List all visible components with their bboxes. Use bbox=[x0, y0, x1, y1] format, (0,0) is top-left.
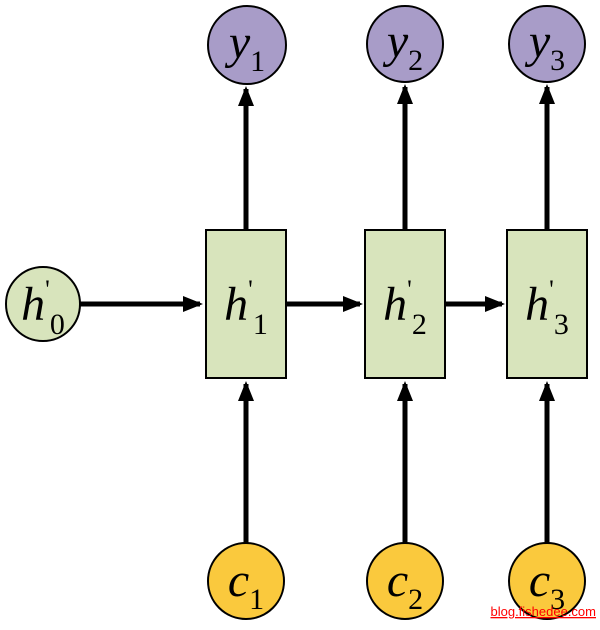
node-c3: c3 bbox=[508, 542, 586, 620]
node-y2-label: y2 bbox=[382, 15, 423, 77]
node-h2-label: h'2 bbox=[383, 275, 427, 341]
node-y1-label: y1 bbox=[224, 16, 265, 78]
node-y3: y3 bbox=[508, 5, 586, 83]
arrows bbox=[80, 84, 555, 543]
node-h2: h'2 bbox=[364, 229, 446, 379]
node-c2: c2 bbox=[366, 542, 444, 620]
node-c1-shape bbox=[207, 542, 285, 620]
node-h2-shape bbox=[364, 229, 446, 379]
node-h1: h'1 bbox=[205, 229, 287, 379]
node-y3-label: y3 bbox=[524, 15, 565, 77]
node-h3-shape bbox=[506, 229, 588, 379]
node-h0-shape bbox=[5, 266, 81, 342]
node-h3: h'3 bbox=[506, 229, 588, 379]
node-h1-label: h'1 bbox=[224, 275, 268, 341]
node-c1: c1 bbox=[207, 542, 285, 620]
watermark-text: blog.fishedee.com bbox=[490, 604, 596, 619]
node-c2-shape bbox=[366, 542, 444, 620]
node-c2-label: c2 bbox=[387, 554, 423, 616]
node-c1-label: c1 bbox=[228, 554, 264, 616]
node-h3-label: h'3 bbox=[525, 275, 569, 341]
node-h0: h'0 bbox=[5, 266, 81, 342]
node-c3-shape bbox=[508, 542, 586, 620]
node-h0-label: h'0 bbox=[21, 275, 65, 341]
node-y1-shape bbox=[207, 5, 287, 85]
node-y3-shape bbox=[508, 5, 586, 83]
node-h1-shape bbox=[205, 229, 287, 379]
node-y2: y2 bbox=[366, 5, 444, 83]
node-y1: y1 bbox=[207, 5, 287, 85]
node-y2-shape bbox=[366, 5, 444, 83]
node-c3-label: c3 bbox=[529, 554, 565, 616]
